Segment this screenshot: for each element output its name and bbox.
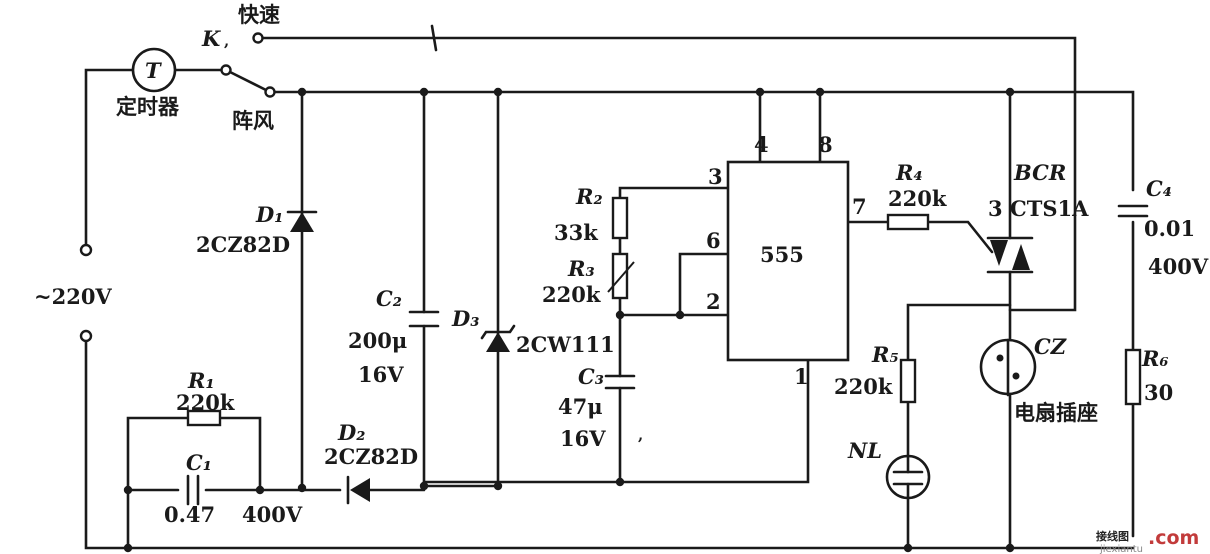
pin-4: 4 (754, 132, 769, 157)
bcr-name: BCR (1013, 160, 1066, 185)
r1-name: R₁ (187, 368, 215, 393)
svg-text:,: , (638, 426, 643, 444)
mains-label: ~220V (34, 284, 112, 309)
wiring (84, 36, 1135, 550)
zener-d3: D₃ 2CW111 (451, 306, 615, 357)
resistor-r1: R₁ 220k (176, 368, 235, 427)
pin-2: 2 (706, 289, 721, 314)
pin-7: 7 (852, 194, 867, 219)
d2-part: 2CZ82D (324, 444, 418, 469)
c4-value: 0.01 (1144, 216, 1195, 241)
diode-d2: D₂ 2CZ82D (324, 420, 418, 505)
c1-value: 0.47 (164, 502, 215, 527)
bcr-part: CTS1A (1010, 196, 1089, 221)
d1-name: D₁ (255, 202, 283, 227)
resistor-r6: R₆ 30 (1124, 346, 1173, 406)
socket-label: 电扇插座 (1014, 400, 1098, 425)
d1-part: 2CZ82D (196, 232, 290, 257)
c3-volt: 16V (560, 426, 606, 451)
fan-socket-cz: CZ 电扇插座 (979, 334, 1098, 425)
r4-value: 220k (888, 186, 947, 211)
switch-k[interactable]: K , 快速 阵风 (201, 2, 280, 133)
svg-text:,: , (224, 32, 229, 50)
ic-555: 555 4 8 3 6 2 7 1 (706, 132, 867, 389)
cz-name: CZ (1034, 334, 1067, 359)
capacitor-c2: C₂ 200μ 16V (348, 286, 440, 387)
c1-volt: 400V (242, 502, 303, 527)
pin-1: 1 (794, 364, 809, 389)
resistor-r4: R₄ 220k (886, 160, 947, 231)
r5-name: R₅ (871, 342, 899, 367)
capacitor-c4: C₄ 0.01 400V (1117, 176, 1209, 279)
line-mark (430, 24, 438, 52)
d3-name: D₃ (451, 306, 479, 331)
c3-value: 47μ (558, 394, 603, 419)
pin-8: 8 (818, 132, 833, 157)
diode-d1: D₁ 2CZ82D (196, 202, 318, 257)
c4-volt: 400V (1148, 254, 1209, 279)
r6-value: 30 (1144, 380, 1173, 405)
timer: T 定时器 (116, 47, 180, 119)
pin-6: 6 (706, 228, 721, 253)
r1-value: 220k (176, 390, 235, 415)
watermark-cn: 接线图 (1096, 529, 1129, 543)
c2-volt: 16V (358, 362, 404, 387)
r2-name: R₂ (575, 184, 603, 209)
resistor-r2: R₂ 33k (554, 184, 629, 245)
capacitor-c1: C₁ 0.47 400V (164, 450, 303, 527)
c2-value: 200μ (348, 328, 407, 353)
r4-name: R₄ (895, 160, 923, 185)
c2-name: C₂ (376, 286, 402, 311)
r6-name: R₆ (1141, 346, 1169, 371)
r5-value: 220k (834, 374, 893, 399)
junctions (123, 87, 1015, 553)
d3-part: 2CW111 (516, 332, 615, 357)
c3-name: C₃ (578, 364, 604, 389)
neon-lamp-nl: NL (847, 438, 931, 500)
ic-label: 555 (760, 242, 804, 267)
timer-label: 定时器 (116, 94, 180, 119)
r2-value: 33k (554, 220, 598, 245)
r3-name: R₃ (567, 256, 595, 281)
gust-label: 阵风 (232, 108, 274, 133)
capacitor-c3: C₃ 47μ 16V , (558, 364, 643, 451)
watermark-sub: jiexiantu (1099, 544, 1143, 554)
bcr-pin: 3 (988, 196, 1003, 221)
r3-value: 220k (542, 282, 601, 307)
d2-name: D₂ (337, 420, 365, 445)
mains-terminal-bottom (79, 329, 93, 343)
triac-bcr: BCR 3 CTS1A (986, 160, 1089, 274)
c1-name: C₁ (186, 450, 212, 475)
c4-name: C₄ (1146, 176, 1172, 201)
resistor-r3: R₃ 220k (542, 252, 635, 307)
fast-label: 快速 (238, 2, 280, 27)
watermark-com: .com (1148, 527, 1199, 549)
timer-symbol: T (145, 58, 162, 83)
nl-name: NL (847, 438, 882, 463)
switch-k-label: K (201, 26, 221, 51)
watermark: 接线图 .com jiexiantu (1096, 527, 1199, 554)
mains-terminal-top (79, 243, 93, 257)
resistor-r5: R₅ 220k (834, 342, 917, 404)
pin-3: 3 (708, 164, 723, 189)
